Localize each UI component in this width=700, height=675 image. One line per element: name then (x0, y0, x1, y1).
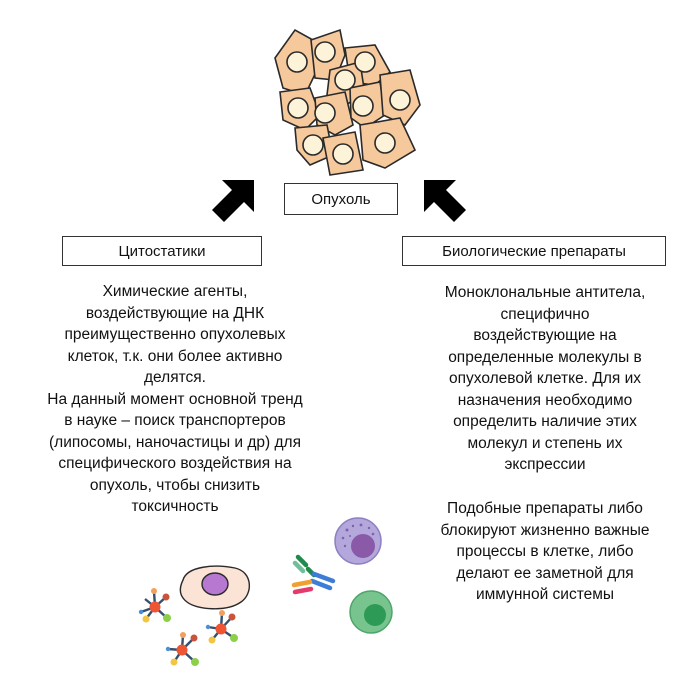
description-line: экспрессии (504, 456, 586, 473)
description-line: специфично (500, 305, 590, 323)
description-line: На данный момент основной тренд (47, 390, 303, 408)
biologics-title: Биологические препараты (442, 242, 626, 260)
note-line: иммунной системы (475, 586, 615, 603)
description-line: воздействующие на ДНК (85, 304, 265, 322)
description-line: опухолевой клетке. Для их (449, 370, 641, 387)
note-line: процессы в клетке, либо (456, 543, 634, 560)
arrow-up-right-icon (212, 180, 254, 222)
description-line: молекул и степень их (467, 434, 623, 452)
description-line: делятся. (144, 369, 206, 386)
description-line: воздействующие на (473, 327, 617, 344)
description-line: преимущественно опухолевых (64, 326, 286, 343)
cell-icon (179, 565, 250, 610)
description-line: токсичность (131, 498, 219, 515)
note-line: блокируют жизненно важные (440, 521, 650, 539)
description-line: Моноклональные антитела, (444, 284, 646, 301)
biologics-note: Подобные препараты либо блокируют жизнен… (390, 498, 700, 606)
cytostatics-title-box: Цитостатики (62, 236, 262, 266)
description-line: назначения необходимо (457, 391, 633, 409)
lymphocyte-icon (349, 590, 393, 634)
tumor-cells-icon (274, 28, 421, 176)
description-line: определенные молекулы в (448, 348, 642, 366)
cytostatics-description: Химические агенты, воздействующие на ДНК… (0, 281, 350, 518)
description-line: клеток, т.к. они более активно (67, 347, 283, 365)
note-line: Подобные препараты либо (447, 500, 643, 517)
granulocyte-icon (334, 517, 382, 565)
description-line: опухоль, чтобы снизить (89, 476, 261, 494)
cytostatics-title: Цитостатики (118, 242, 206, 260)
biologics-title-box: Биологические препараты (402, 236, 666, 266)
tumor-label: Опухоль (311, 190, 371, 208)
antibody-icon (291, 554, 336, 595)
description-line: специфического воздействия на (58, 455, 292, 472)
note-line: делают ее заметной для (456, 564, 634, 582)
tumor-label-box: Опухоль (284, 183, 398, 215)
drug-molecules-icon (138, 588, 238, 666)
description-line: в науке – поиск транспортеров (64, 412, 286, 429)
description-line: (липосомы, наночастицы и др) для (49, 433, 301, 451)
description-line: определить наличие этих (453, 413, 637, 430)
biologics-description: Моноклональные антитела, специфично возд… (390, 282, 700, 476)
description-line: Химические агенты, (102, 283, 248, 300)
arrow-up-left-icon (424, 180, 466, 222)
